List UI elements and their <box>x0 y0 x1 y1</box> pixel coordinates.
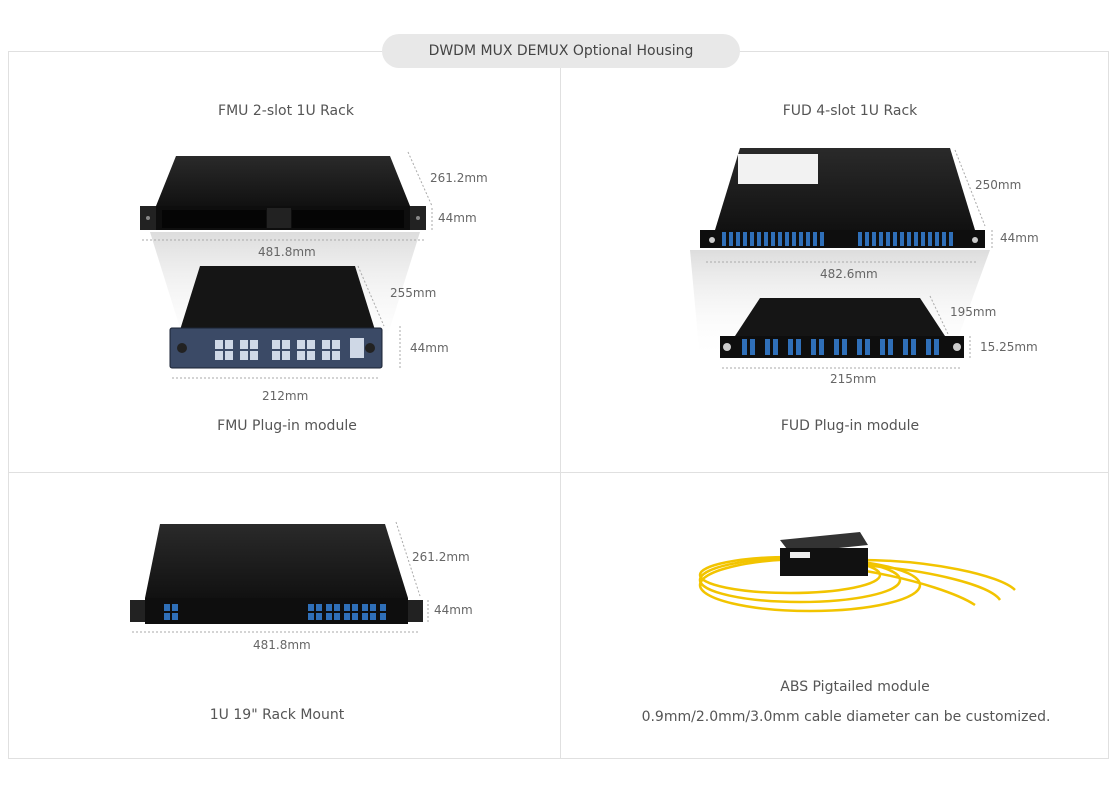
abs-module-caption: ABS Pigtailed module <box>780 679 930 695</box>
fud-module-width-label: 215mm <box>830 372 877 386</box>
fmu-module-depth-label: 255mm <box>390 286 437 300</box>
fud-module-height-label: 15.25mm <box>980 340 1038 354</box>
fud-rack-title: FUD 4-slot 1U Rack <box>782 103 918 119</box>
grid-divider-vertical <box>560 51 561 759</box>
fmu-rack-height-label: 44mm <box>438 211 477 225</box>
fmu-module-width-label: 212mm <box>262 389 309 403</box>
fmu-rack-title: FMU 2-slot 1U Rack <box>218 103 354 119</box>
rack-mount-width-label: 481.8mm <box>253 638 311 652</box>
fud-rack-height-label: 44mm <box>1000 231 1039 245</box>
fud-module-depth-label: 195mm <box>950 305 997 319</box>
rack-mount-depth-label: 261.2mm <box>412 550 470 564</box>
fud-module-caption: FUD Plug-in module <box>780 418 920 434</box>
rack-mount-caption: 1U 19" Rack Mount <box>209 707 345 723</box>
rack-mount-height-label: 44mm <box>434 603 473 617</box>
fmu-module-caption: FMU Plug-in module <box>217 418 357 434</box>
fud-rack-width-label: 482.6mm <box>820 267 878 281</box>
fmu-rack-depth-label: 261.2mm <box>430 171 488 185</box>
grid-divider-horizontal <box>8 472 1109 473</box>
fmu-module-height-label: 44mm <box>410 341 449 355</box>
fmu-rack-width-label: 481.8mm <box>258 245 316 259</box>
fud-rack-depth-label: 250mm <box>975 178 1022 192</box>
page-title: DWDM MUX DEMUX Optional Housing <box>382 34 740 68</box>
abs-module-note: 0.9mm/2.0mm/3.0mm cable diameter can be … <box>641 709 1051 725</box>
panel-grid <box>8 51 1109 759</box>
